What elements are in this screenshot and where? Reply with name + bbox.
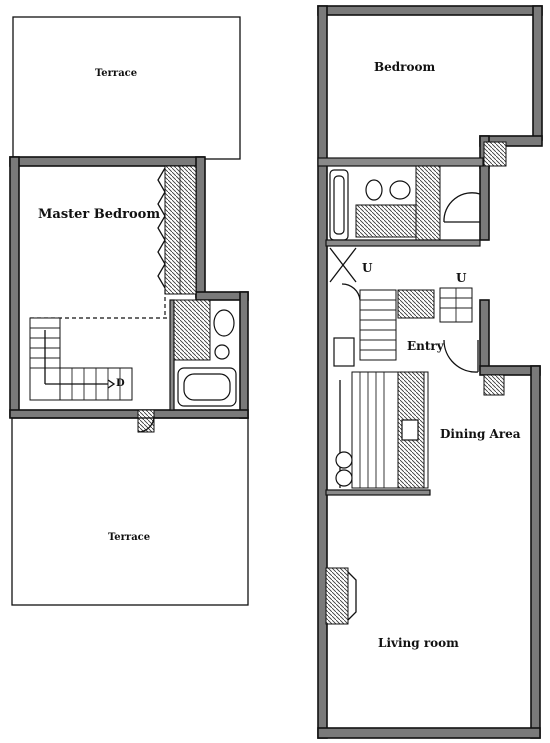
window-bay — [483, 374, 505, 396]
upper-bathroom — [169, 299, 237, 411]
closet-shelves — [164, 165, 197, 295]
terrace-top-label: Terrace — [95, 68, 137, 79]
master-bedroom-label: Master Bedroom — [38, 207, 160, 222]
closet-block-top — [483, 141, 507, 167]
kitchen-block — [325, 371, 431, 496]
dining-area-label: Dining Area — [440, 427, 521, 441]
stairs-up-mark-1: U — [362, 261, 373, 275]
living-room-label: Living room — [378, 636, 459, 650]
terrace-bottom-outline — [11, 417, 249, 606]
upper-stairs — [29, 317, 133, 401]
main-bathroom — [325, 165, 481, 247]
entry-label: Entry — [407, 339, 445, 353]
main-floor-walls — [317, 5, 543, 739]
closet-doors — [157, 167, 166, 289]
upper-door — [137, 409, 155, 433]
fireplace — [325, 567, 349, 625]
stairs-up-mark-2: U — [456, 271, 467, 285]
main-stairs — [329, 247, 479, 373]
main-floor-plan — [317, 5, 543, 739]
bedroom-label: Bedroom — [374, 60, 435, 74]
stairs-down-mark: D — [116, 378, 125, 389]
terrace-bottom-label: Terrace — [108, 532, 150, 543]
terrace-top-outline — [12, 16, 241, 160]
upper-floor-plan — [9, 16, 249, 606]
